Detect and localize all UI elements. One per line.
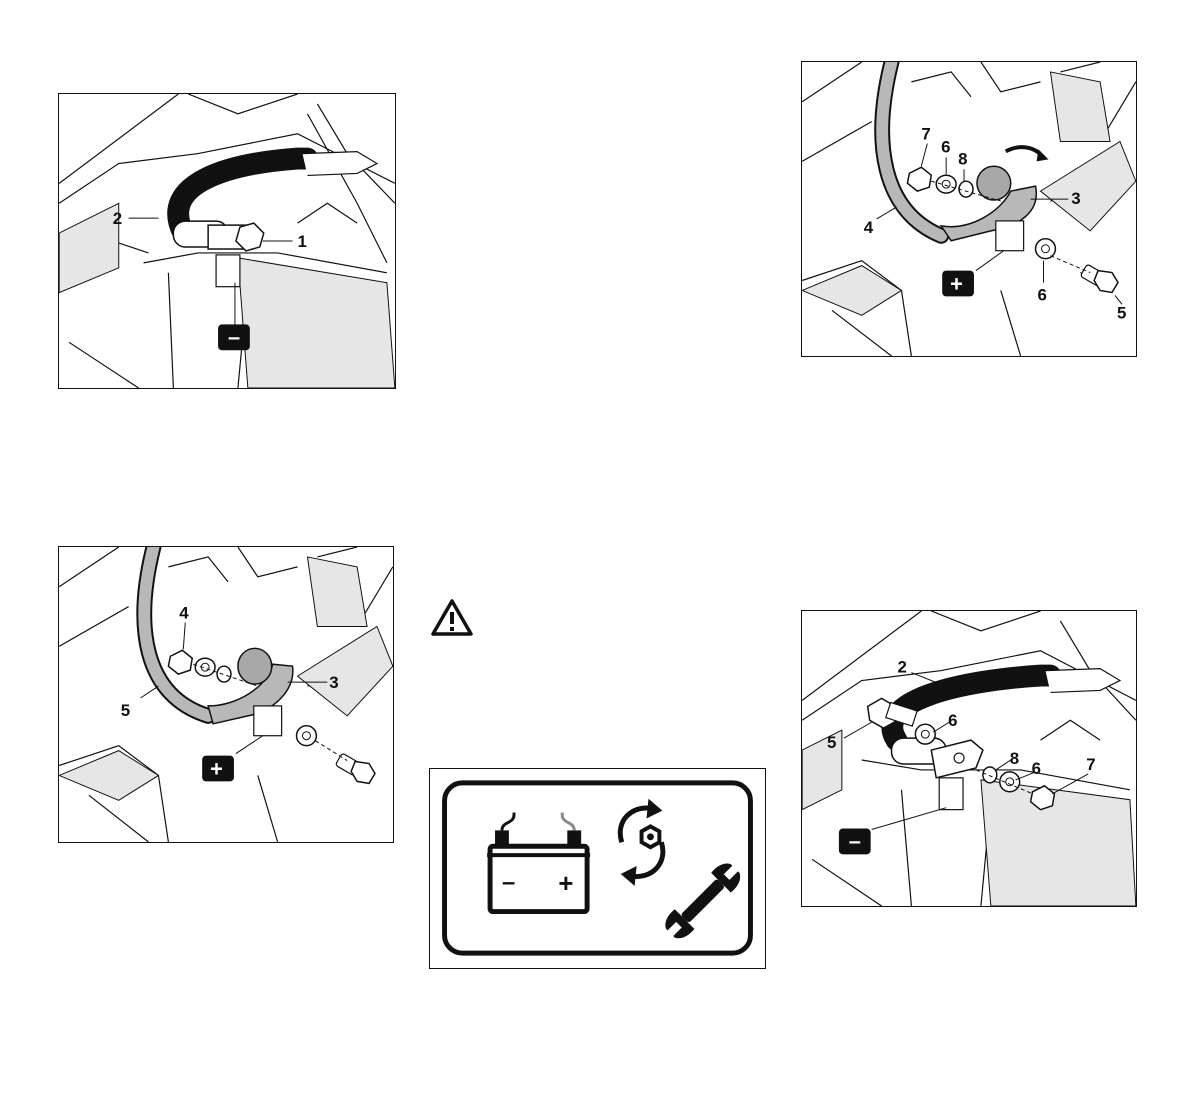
positive-polarity-sign: + [210, 756, 223, 781]
callout-7: 7 [1086, 755, 1095, 774]
warning-triangle-icon [430, 598, 474, 638]
positive-polarity-sign: + [950, 271, 963, 296]
figure-positive-terminal-removal: 7 6 8 3 4 6 5 + [801, 61, 1137, 357]
figure-negative-terminal-connected: 2 1 – [58, 93, 396, 389]
illustration-negative-terminal-exploded: 2 6 5 8 6 7 – [802, 611, 1136, 906]
battery-minus-sign: – [502, 869, 515, 896]
callout-6-bottom: 6 [1038, 285, 1047, 304]
callout-2: 2 [897, 658, 906, 677]
callout-5: 5 [1117, 303, 1126, 322]
callout-7: 7 [921, 124, 930, 143]
callout-4: 4 [864, 218, 874, 237]
callout-6-top: 6 [941, 137, 950, 156]
callout-4: 4 [179, 604, 189, 623]
illustration-negative-terminal: 2 1 – [59, 94, 395, 388]
illustration-positive-terminal-installed: 4 3 5 + [59, 547, 393, 842]
callout-6-left: 6 [948, 711, 957, 730]
battery-plus-sign: + [558, 870, 573, 898]
callout-2: 2 [113, 209, 122, 228]
callout-3: 3 [1071, 189, 1080, 208]
figure-negative-terminal-removal: 2 6 5 8 6 7 – [801, 610, 1137, 907]
callout-6-right: 6 [1032, 759, 1041, 778]
negative-polarity-sign: – [228, 324, 240, 349]
illustration-positive-terminal: 7 6 8 3 4 6 5 + [802, 62, 1136, 356]
callout-3: 3 [329, 673, 338, 692]
negative-polarity-sign: – [849, 828, 861, 853]
callout-8: 8 [958, 149, 967, 168]
figure-positive-terminal-connected: 4 3 5 + [58, 546, 394, 843]
battery-maintenance-pictogram: – + [429, 768, 766, 969]
callout-1: 1 [298, 232, 307, 251]
callout-5: 5 [121, 701, 130, 720]
callout-8: 8 [1010, 749, 1019, 768]
callout-5: 5 [827, 733, 836, 752]
